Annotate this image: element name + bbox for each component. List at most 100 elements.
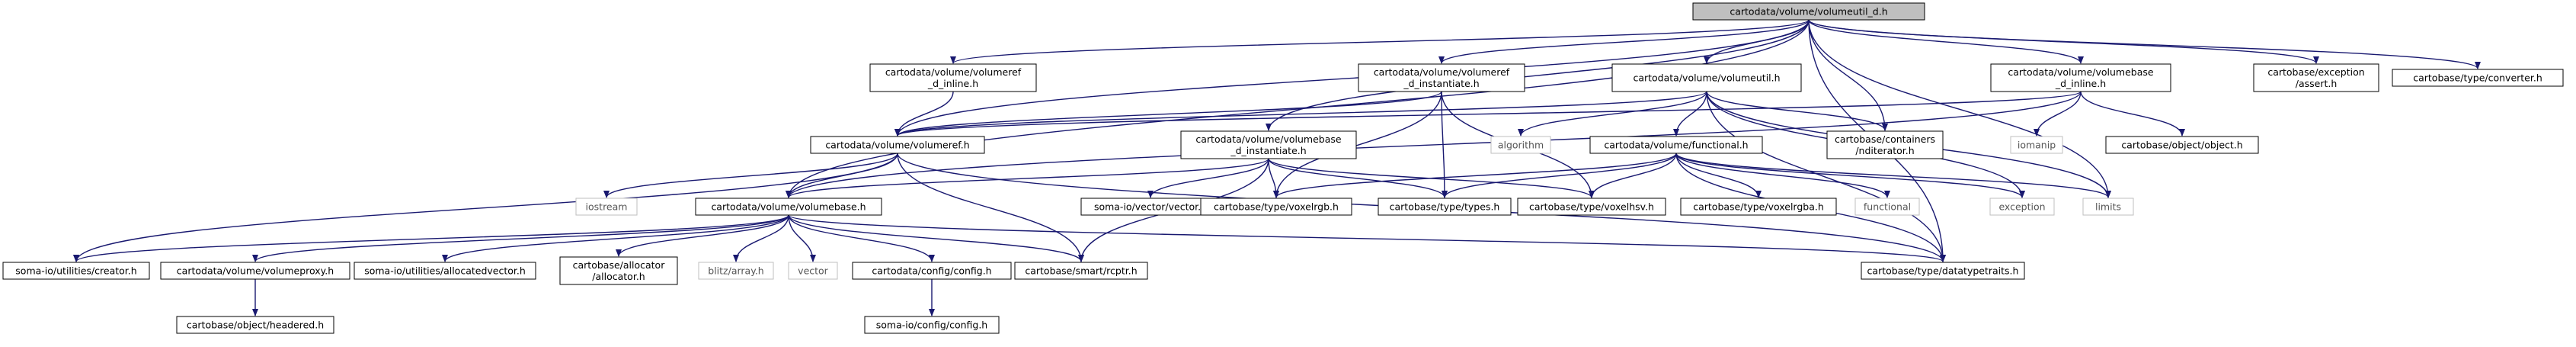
node-volumeref_h[interactable]: cartodata/volume/volumeref.h — [810, 136, 985, 154]
node-rcptr_h[interactable]: cartobase/smart/rcptr.h — [1014, 262, 1148, 280]
node-creator_h[interactable]: soma-io/utilities/creator.h — [2, 262, 150, 280]
node-volumebase_d_instantiate[interactable]: cartodata/volume/volumebase_d_instantiat… — [1180, 130, 1357, 159]
node-label: cartobase/exception — [2267, 66, 2364, 78]
node-label: cartodata/volume/volumeproxy.h — [177, 265, 334, 277]
node-box — [695, 198, 882, 216]
node-box — [1490, 136, 1551, 154]
edge-root-to-volumebase_d_inline — [1808, 19, 2084, 64]
node-box — [160, 262, 350, 280]
node-box — [1180, 130, 1357, 159]
node-root[interactable]: cartodata/volume/volumeutil_d.h — [1692, 2, 1925, 21]
node-label: cartodata/volume/volumebase — [1195, 133, 1342, 145]
node-volumeref_d_instantiate[interactable]: cartodata/volume/volumeref_d_instantiate… — [1358, 63, 1525, 92]
node-config_h[interactable]: cartodata/config/config.h — [852, 262, 1012, 280]
edge-root-to-converter_h — [1808, 19, 2481, 69]
node-label: _d_inline.h — [2055, 78, 2106, 89]
node-box — [864, 316, 1000, 334]
edge-volumebase_h-to-creator_h — [73, 214, 789, 262]
node-label: iomanip — [2018, 140, 2056, 151]
node-vector: vector — [788, 262, 838, 280]
edge-volumebase_h-to-blitz_array — [733, 214, 789, 262]
node-assert_h[interactable]: cartobase/exception/assert.h — [2253, 63, 2379, 92]
node-box — [176, 316, 334, 334]
node-label: cartobase/object/headered.h — [187, 320, 324, 331]
edge-functional_h-to-voxelhsv_h — [1589, 153, 1677, 198]
node-volumebase_h[interactable]: cartodata/volume/volumebase.h — [695, 198, 882, 216]
node-volumeref_d_inline[interactable]: cartodata/volume/volumeref_d_inline.h — [869, 63, 1037, 92]
edges-layer — [73, 19, 2481, 316]
node-voxelrgb_h[interactable]: cartobase/type/voxelrgb.h — [1200, 198, 1352, 216]
node-allocator_h[interactable]: cartobase/allocator/allocator.h — [559, 256, 678, 285]
node-types_h[interactable]: cartobase/type/types.h — [1378, 198, 1512, 216]
node-datatypetraits_h[interactable]: cartobase/type/datatypetraits.h — [1861, 262, 2025, 280]
node-box — [1692, 2, 1925, 21]
edge-volumebase_d_instantiate-to-types_h — [1268, 158, 1448, 198]
node-box — [1014, 262, 1148, 280]
node-exception: exception — [1989, 198, 2055, 216]
node-box — [1200, 198, 1352, 216]
edge-volumeutil_h-to-datatypetraits_h — [1706, 91, 1946, 262]
node-blitz_array: blitz/array.h — [698, 262, 774, 280]
node-volumebase_d_inline[interactable]: cartodata/volume/volumebase_d_inline.h — [1990, 63, 2171, 92]
edge-volumebase_d_instantiate-to-somaio_vector — [1147, 158, 1269, 198]
node-label: soma-io/vector/vector.h — [1094, 201, 1207, 213]
edge-volumeutil_h-to-volumeref_h — [894, 91, 1707, 137]
node-label: cartodata/volume/volumeref — [1374, 66, 1510, 78]
edge-functional_h-to-exception — [1675, 153, 2025, 198]
node-label: _d_instantiate.h — [1403, 78, 1479, 89]
edge-volumebase_h-to-rcptr_h — [788, 214, 1084, 262]
node-box — [2082, 198, 2134, 216]
node-box — [810, 136, 985, 154]
edge-volumeref_h-to-rcptr_h — [897, 153, 1084, 262]
node-converter_h[interactable]: cartobase/type/converter.h — [2392, 69, 2564, 87]
edge-root-to-volumeref_d_inline — [950, 19, 1810, 64]
edge-volumeref_h-to-iostream — [603, 153, 898, 198]
node-algorithm: algorithm — [1490, 136, 1551, 154]
node-headered_h[interactable]: cartobase/object/headered.h — [176, 316, 334, 334]
edge-volumebase_d_instantiate-to-volumebase_h — [786, 158, 1269, 198]
edge-volumeutil_h-to-rcontainer_iterator — [1706, 91, 1888, 131]
node-label: cartobase/type/datatypetraits.h — [1867, 265, 2019, 277]
node-label: vector — [798, 265, 829, 277]
node-iomanip: iomanip — [2010, 136, 2063, 154]
node-rcontainer_iterator[interactable]: cartobase/containers/nditerator.h — [1826, 130, 1944, 159]
node-label: cartobase/object/object.h — [2121, 140, 2242, 151]
node-somaio_vector[interactable]: soma-io/vector/vector.h — [1080, 198, 1221, 216]
edge-functional_h-to-voxelrgb_h — [1273, 153, 1677, 198]
node-label: _d_instantiate.h — [1230, 145, 1306, 156]
edge-volumeref_d_instantiate-to-volumeref_h — [894, 91, 1442, 137]
node-allocatedvector_h[interactable]: soma-io/utilities/allocatedvector.h — [354, 262, 536, 280]
edge-functional_h-to-functional — [1675, 153, 1890, 198]
node-label: cartobase/type/voxelrgba.h — [1693, 201, 1824, 213]
node-box — [575, 198, 638, 216]
node-label: /assert.h — [2296, 78, 2338, 89]
node-somaio_config_h[interactable]: soma-io/config/config.h — [864, 316, 1000, 334]
node-label: limits — [2095, 201, 2121, 213]
node-label: cartodata/volume/volumeref — [885, 66, 1022, 78]
node-label: exception — [1998, 201, 2045, 213]
node-functional_h[interactable]: cartodata/volume/functional.h — [1589, 136, 1763, 154]
node-label: cartodata/volume/volumeutil_d.h — [1730, 6, 1887, 18]
edge-root-to-volumebase_d_instantiate — [1266, 19, 1810, 131]
node-box — [1611, 63, 1802, 92]
node-label: /allocator.h — [592, 271, 645, 282]
edge-volumebase_d_inline-to-object_h — [2080, 91, 2185, 137]
edge-volumebase_d_inline-to-volumeref_h — [894, 91, 2082, 137]
node-box — [2, 262, 150, 280]
node-label: cartobase/type/voxelhsv.h — [1529, 201, 1654, 213]
node-box — [1989, 198, 2055, 216]
node-label: soma-io/utilities/creator.h — [15, 265, 136, 277]
edge-root-to-volumeref_d_instantiate — [1438, 19, 1810, 64]
node-object_h[interactable]: cartobase/object/object.h — [2105, 136, 2259, 154]
node-voxelrgba_h[interactable]: cartobase/type/voxelrgba.h — [1680, 198, 1837, 216]
node-volumeproxy_h[interactable]: cartodata/volume/volumeproxy.h — [160, 262, 350, 280]
node-label: cartobase/type/converter.h — [2413, 72, 2542, 84]
node-volumeutil_h[interactable]: cartodata/volume/volumeutil.h — [1611, 63, 1802, 92]
edge-volumebase_h-to-datatypetraits_h — [788, 214, 1946, 262]
node-box — [698, 262, 774, 280]
node-label: /nditerator.h — [1855, 145, 1914, 156]
edge-volumeutil_h-to-algorithm — [1518, 91, 1707, 137]
node-box — [559, 256, 678, 285]
node-voxelhsv_h[interactable]: cartobase/type/voxelhsv.h — [1517, 198, 1666, 216]
